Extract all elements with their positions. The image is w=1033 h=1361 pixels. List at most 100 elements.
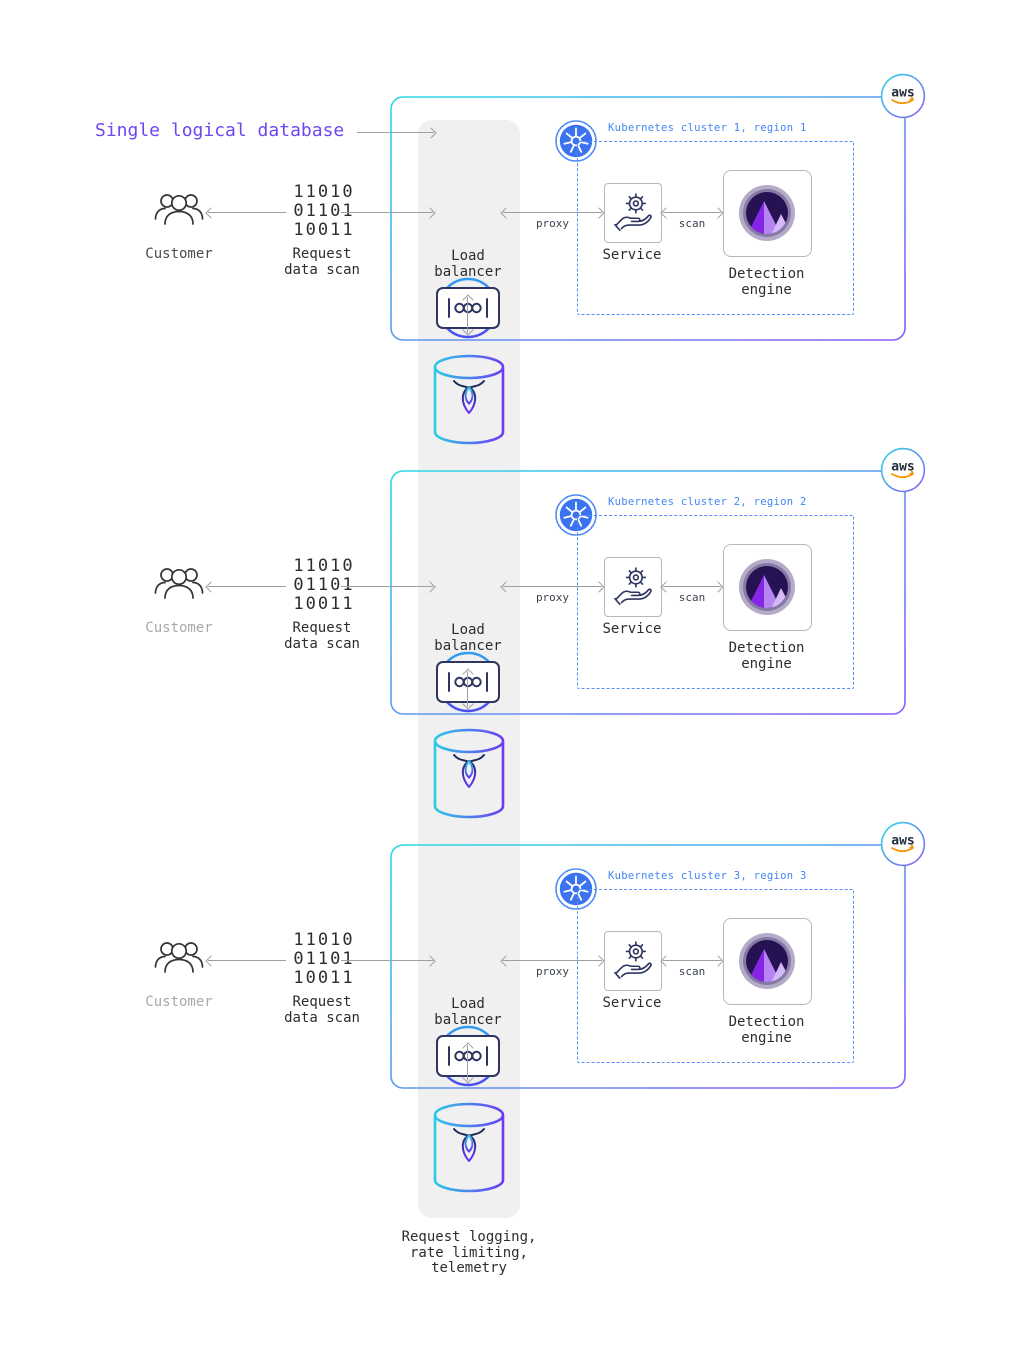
binary-line: 01101 xyxy=(293,201,355,221)
scan-arrow xyxy=(660,580,724,593)
detection-engine-label: Detection engine xyxy=(706,1014,827,1046)
caption-line: rate limiting, xyxy=(409,1244,528,1261)
detection-label-line: engine xyxy=(741,655,792,672)
aws-logo: aws xyxy=(880,73,926,119)
scan-label: scan xyxy=(678,217,706,230)
binary-data: 11010 01101 10011 xyxy=(264,931,384,988)
binary-data: 11010 01101 10011 xyxy=(264,557,384,614)
kubernetes-icon xyxy=(555,494,597,536)
database-icon xyxy=(430,1100,508,1196)
service-box xyxy=(604,931,662,991)
caption-line: telemetry xyxy=(431,1260,507,1276)
request-label-line: data scan xyxy=(284,1009,360,1026)
cockroachdb-logo xyxy=(453,1128,485,1162)
arrow-to-customer xyxy=(205,954,286,967)
binary-line: 11010 xyxy=(293,556,355,576)
customer-label: Customer xyxy=(145,620,213,636)
db-sync-arrow xyxy=(461,294,474,336)
load-balancer-label-line: Load xyxy=(451,996,485,1012)
scan-arrow xyxy=(660,954,724,967)
service-label: Service xyxy=(602,995,662,1011)
aws-logo-text: aws xyxy=(891,86,914,101)
load-balancer-label-line: balancer xyxy=(434,1011,502,1028)
service-label: Service xyxy=(602,247,662,263)
binary-data: 11010 01101 10011 xyxy=(264,183,384,240)
kubernetes-icon xyxy=(555,868,597,910)
proxy-label: proxy xyxy=(535,965,570,978)
proxy-label: proxy xyxy=(535,591,570,604)
proxy-label: proxy xyxy=(535,217,570,230)
detection-engine-label: Detection engine xyxy=(706,266,827,298)
load-balancer-label: Load balancer xyxy=(408,996,528,1028)
binary-line: 10011 xyxy=(293,220,355,240)
cluster-dashed-border xyxy=(577,889,854,1063)
aws-logo: aws xyxy=(880,821,926,867)
binary-line: 01101 xyxy=(293,575,355,595)
arrow-to-customer xyxy=(205,206,286,219)
database-icon xyxy=(430,726,508,822)
request-label-line: Request xyxy=(292,620,352,636)
aws-smile-swoosh xyxy=(891,96,914,105)
load-balancer-label: Load balancer xyxy=(408,248,528,280)
scan-arrow xyxy=(660,206,724,219)
detection-engine-box xyxy=(723,918,812,1005)
aws-boundary-box xyxy=(390,844,906,1089)
detection-label-line: engine xyxy=(741,1029,792,1046)
database-icon xyxy=(430,352,508,448)
request-label: Request data scan xyxy=(252,620,392,652)
load-balancer-label-line: balancer xyxy=(434,263,502,280)
customer-icon xyxy=(152,188,206,234)
db-sync-arrow xyxy=(461,1042,474,1084)
cluster-label: Kubernetes cluster 3, region 3 xyxy=(608,870,807,882)
request-label-line: Request xyxy=(292,994,352,1010)
service-label: Service xyxy=(602,621,662,637)
region-row-2: aws Kubernetes cluster 2, region 2 xyxy=(0,447,1033,816)
arrow-to-customer xyxy=(205,580,286,593)
load-balancer-label-line: balancer xyxy=(434,637,502,654)
customer-icon xyxy=(152,936,206,982)
proxy-arrow xyxy=(500,954,605,967)
arrowhead xyxy=(205,206,217,219)
arrow-to-load-balancer xyxy=(341,580,436,593)
cluster-label: Kubernetes cluster 1, region 1 xyxy=(608,122,807,134)
arrow-to-load-balancer xyxy=(341,954,436,967)
detection-label-line: Detection xyxy=(728,1014,805,1030)
db-sync-arrow xyxy=(461,668,474,710)
detection-label-line: engine xyxy=(741,281,792,298)
aws-logo-text: aws xyxy=(891,460,914,475)
customer-label: Customer xyxy=(145,994,213,1010)
title-arrow xyxy=(357,126,437,139)
arrowhead xyxy=(205,954,217,967)
aws-logo: aws xyxy=(880,447,926,493)
aws-logo-text: aws xyxy=(891,834,914,849)
region-row-3: aws Kubernetes cluster 3, region 3 xyxy=(0,821,1033,1190)
cockroachdb-logo xyxy=(453,380,485,414)
service-box xyxy=(604,183,662,243)
region-row-1: aws Kubernetes cluster 1, region 1 xyxy=(0,73,1033,442)
binary-line: 11010 xyxy=(293,930,355,950)
scan-label: scan xyxy=(678,591,706,604)
cluster-dashed-border xyxy=(577,141,854,315)
load-balancer-icon xyxy=(432,272,504,344)
caption-line: Request logging, xyxy=(401,1229,537,1245)
scan-label: scan xyxy=(678,965,706,978)
load-balancer-icon xyxy=(432,1020,504,1092)
load-balancer-icon xyxy=(432,646,504,718)
load-balancer-label-line: Load xyxy=(451,622,485,638)
aws-boundary-box xyxy=(390,96,906,341)
kubernetes-icon xyxy=(555,120,597,162)
customer-label: Customer xyxy=(145,246,213,262)
service-box xyxy=(604,557,662,617)
request-label-line: data scan xyxy=(284,261,360,278)
request-label: Request data scan xyxy=(252,246,392,278)
proxy-arrow xyxy=(500,580,605,593)
load-balancer-label: Load balancer xyxy=(408,622,528,654)
customer-icon xyxy=(152,562,206,608)
detection-engine-box xyxy=(723,170,812,257)
proxy-arrow xyxy=(500,206,605,219)
detection-engine-box xyxy=(723,544,812,631)
aws-boundary-box xyxy=(390,470,906,715)
arrowhead xyxy=(205,580,217,593)
cluster-label: Kubernetes cluster 2, region 2 xyxy=(608,496,807,508)
detection-label-line: Detection xyxy=(728,640,805,656)
